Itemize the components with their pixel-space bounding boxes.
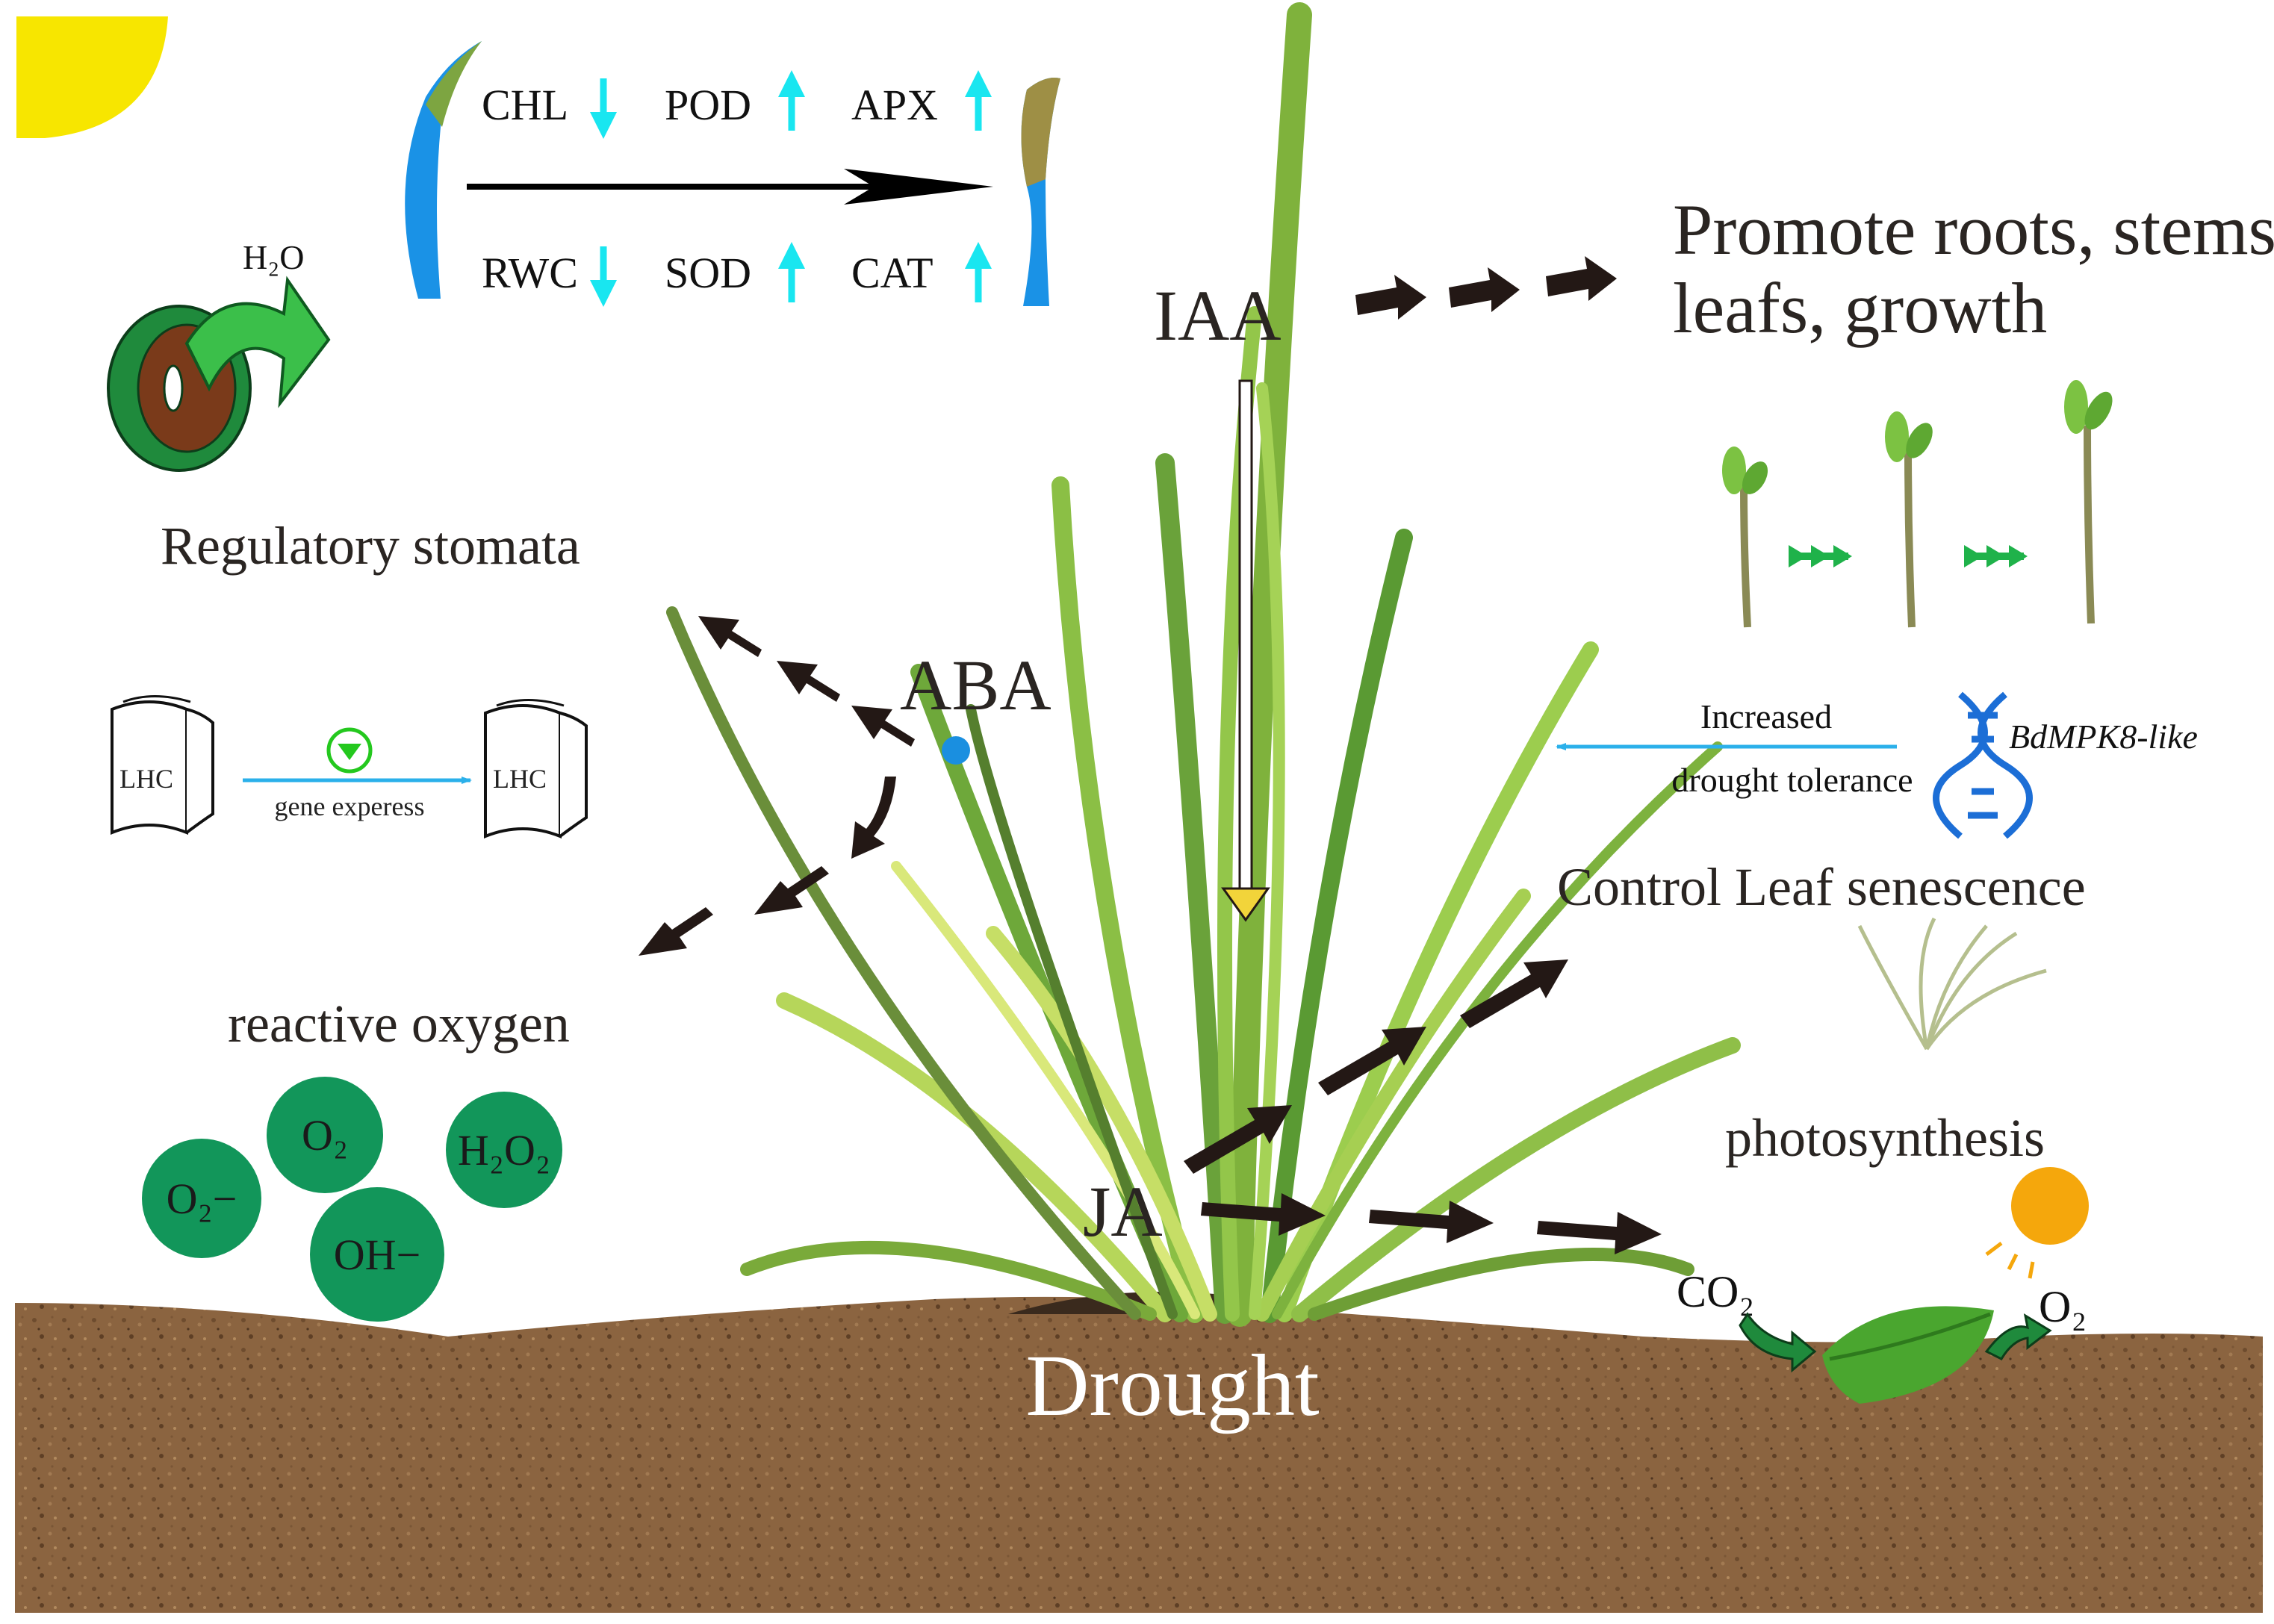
ros-label: reactive oxygen xyxy=(228,994,570,1054)
water-label: H₂O xyxy=(243,238,304,276)
svg-text:O₂: O₂ xyxy=(302,1111,348,1160)
gene-express-label: gene experess xyxy=(275,791,425,821)
growth-step-arrows-2 xyxy=(1964,545,2028,567)
iaa-label: IAA xyxy=(1154,276,1282,355)
ros-molecule-superoxide: O₂− xyxy=(142,1139,261,1258)
sun-rays-icon xyxy=(1985,1242,2035,1279)
enzyme-cat: CAT xyxy=(851,249,933,297)
seedling-medium-icon xyxy=(1885,411,1933,628)
check-icon xyxy=(326,727,373,774)
leaf-before xyxy=(405,41,482,299)
leaf-change-arrow xyxy=(467,169,993,205)
stomata-label: Regulatory stomata xyxy=(161,516,580,576)
ros-molecule-hydroxyl: OH− xyxy=(310,1187,444,1322)
aba-dot xyxy=(942,736,970,765)
ros-molecule-o2: O₂ xyxy=(267,1077,383,1193)
small-sun-icon xyxy=(2011,1167,2089,1245)
svg-text:OH−: OH− xyxy=(334,1231,420,1279)
ja-label: JA xyxy=(1083,1172,1163,1251)
ja-to-senescence-arrows xyxy=(1184,959,1568,1174)
o2-out-arrow-icon xyxy=(1984,1313,2052,1360)
growth-text-line1: Promote roots, stems, xyxy=(1673,190,2274,270)
ros-molecule-h2o2: H₂O₂ xyxy=(446,1092,562,1208)
dna-icon xyxy=(1933,691,2033,839)
water-out-arrow-icon xyxy=(184,276,331,408)
o2-label: O₂ xyxy=(2039,1282,2087,1331)
enzyme-rwc: RWC xyxy=(482,249,578,297)
gene-effect-line2: drought tolerance xyxy=(1671,761,1913,799)
svg-text:H₂O₂: H₂O₂ xyxy=(458,1126,550,1175)
lhc-box-left xyxy=(111,695,214,835)
aba-to-ros-arrows xyxy=(639,777,896,956)
dry-leaves-icon xyxy=(1857,917,2047,1051)
seedling-tall-icon xyxy=(2064,380,2113,624)
soil-ground xyxy=(15,1296,2263,1613)
gene-name: BdMPK8-like xyxy=(2009,718,2198,756)
sun-icon xyxy=(16,16,168,138)
lhc-left-label: LHC xyxy=(119,764,173,794)
co2-in-arrow-icon xyxy=(1739,1312,1817,1373)
svg-text:O₂−: O₂− xyxy=(167,1175,237,1223)
enzyme-pod: POD xyxy=(665,81,751,129)
iaa-to-growth-arrows xyxy=(1355,256,1617,320)
lhc-right-label: LHC xyxy=(493,764,547,794)
aba-label: ABA xyxy=(900,645,1051,725)
drought-label: Drought xyxy=(1025,1337,1320,1434)
seedling-small-icon xyxy=(1722,447,1768,628)
lhc-box-right xyxy=(484,699,588,839)
growth-step-arrows-1 xyxy=(1789,545,1852,567)
aba-to-stomata-arrows xyxy=(698,616,915,747)
enzyme-apx: APX xyxy=(851,81,938,129)
enzyme-sod: SOD xyxy=(665,249,751,297)
co2-label: CO₂ xyxy=(1677,1267,1754,1316)
senescence-label: Control Leaf senescence xyxy=(1557,857,2086,917)
photosynthesis-label: photosynthesis xyxy=(1725,1108,2045,1168)
growth-text-line2: leafs, growth xyxy=(1673,268,2047,348)
green-leaf-icon xyxy=(1822,1306,1994,1404)
leaf-after xyxy=(1021,78,1060,306)
enzyme-chl: CHL xyxy=(482,81,568,129)
gene-effect-line1: Increased xyxy=(1700,697,1832,735)
grass-plant xyxy=(666,2,1741,1327)
iaa-down-arrow xyxy=(1221,379,1270,922)
ja-to-photosynthesis-arrows xyxy=(1201,1193,1662,1254)
